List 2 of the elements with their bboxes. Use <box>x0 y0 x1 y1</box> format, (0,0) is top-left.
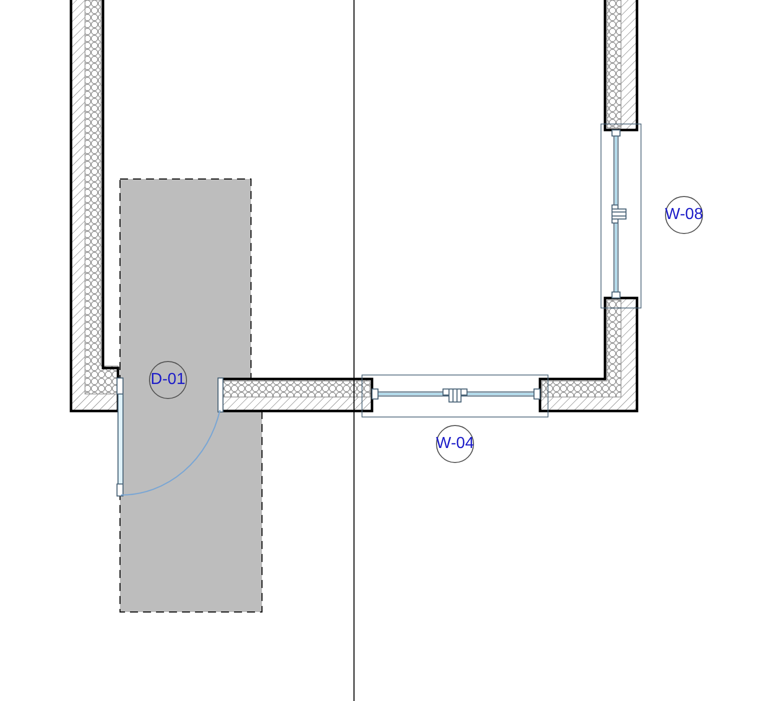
tag-label: D-01 <box>150 372 186 388</box>
tag-circle <box>149 361 187 399</box>
